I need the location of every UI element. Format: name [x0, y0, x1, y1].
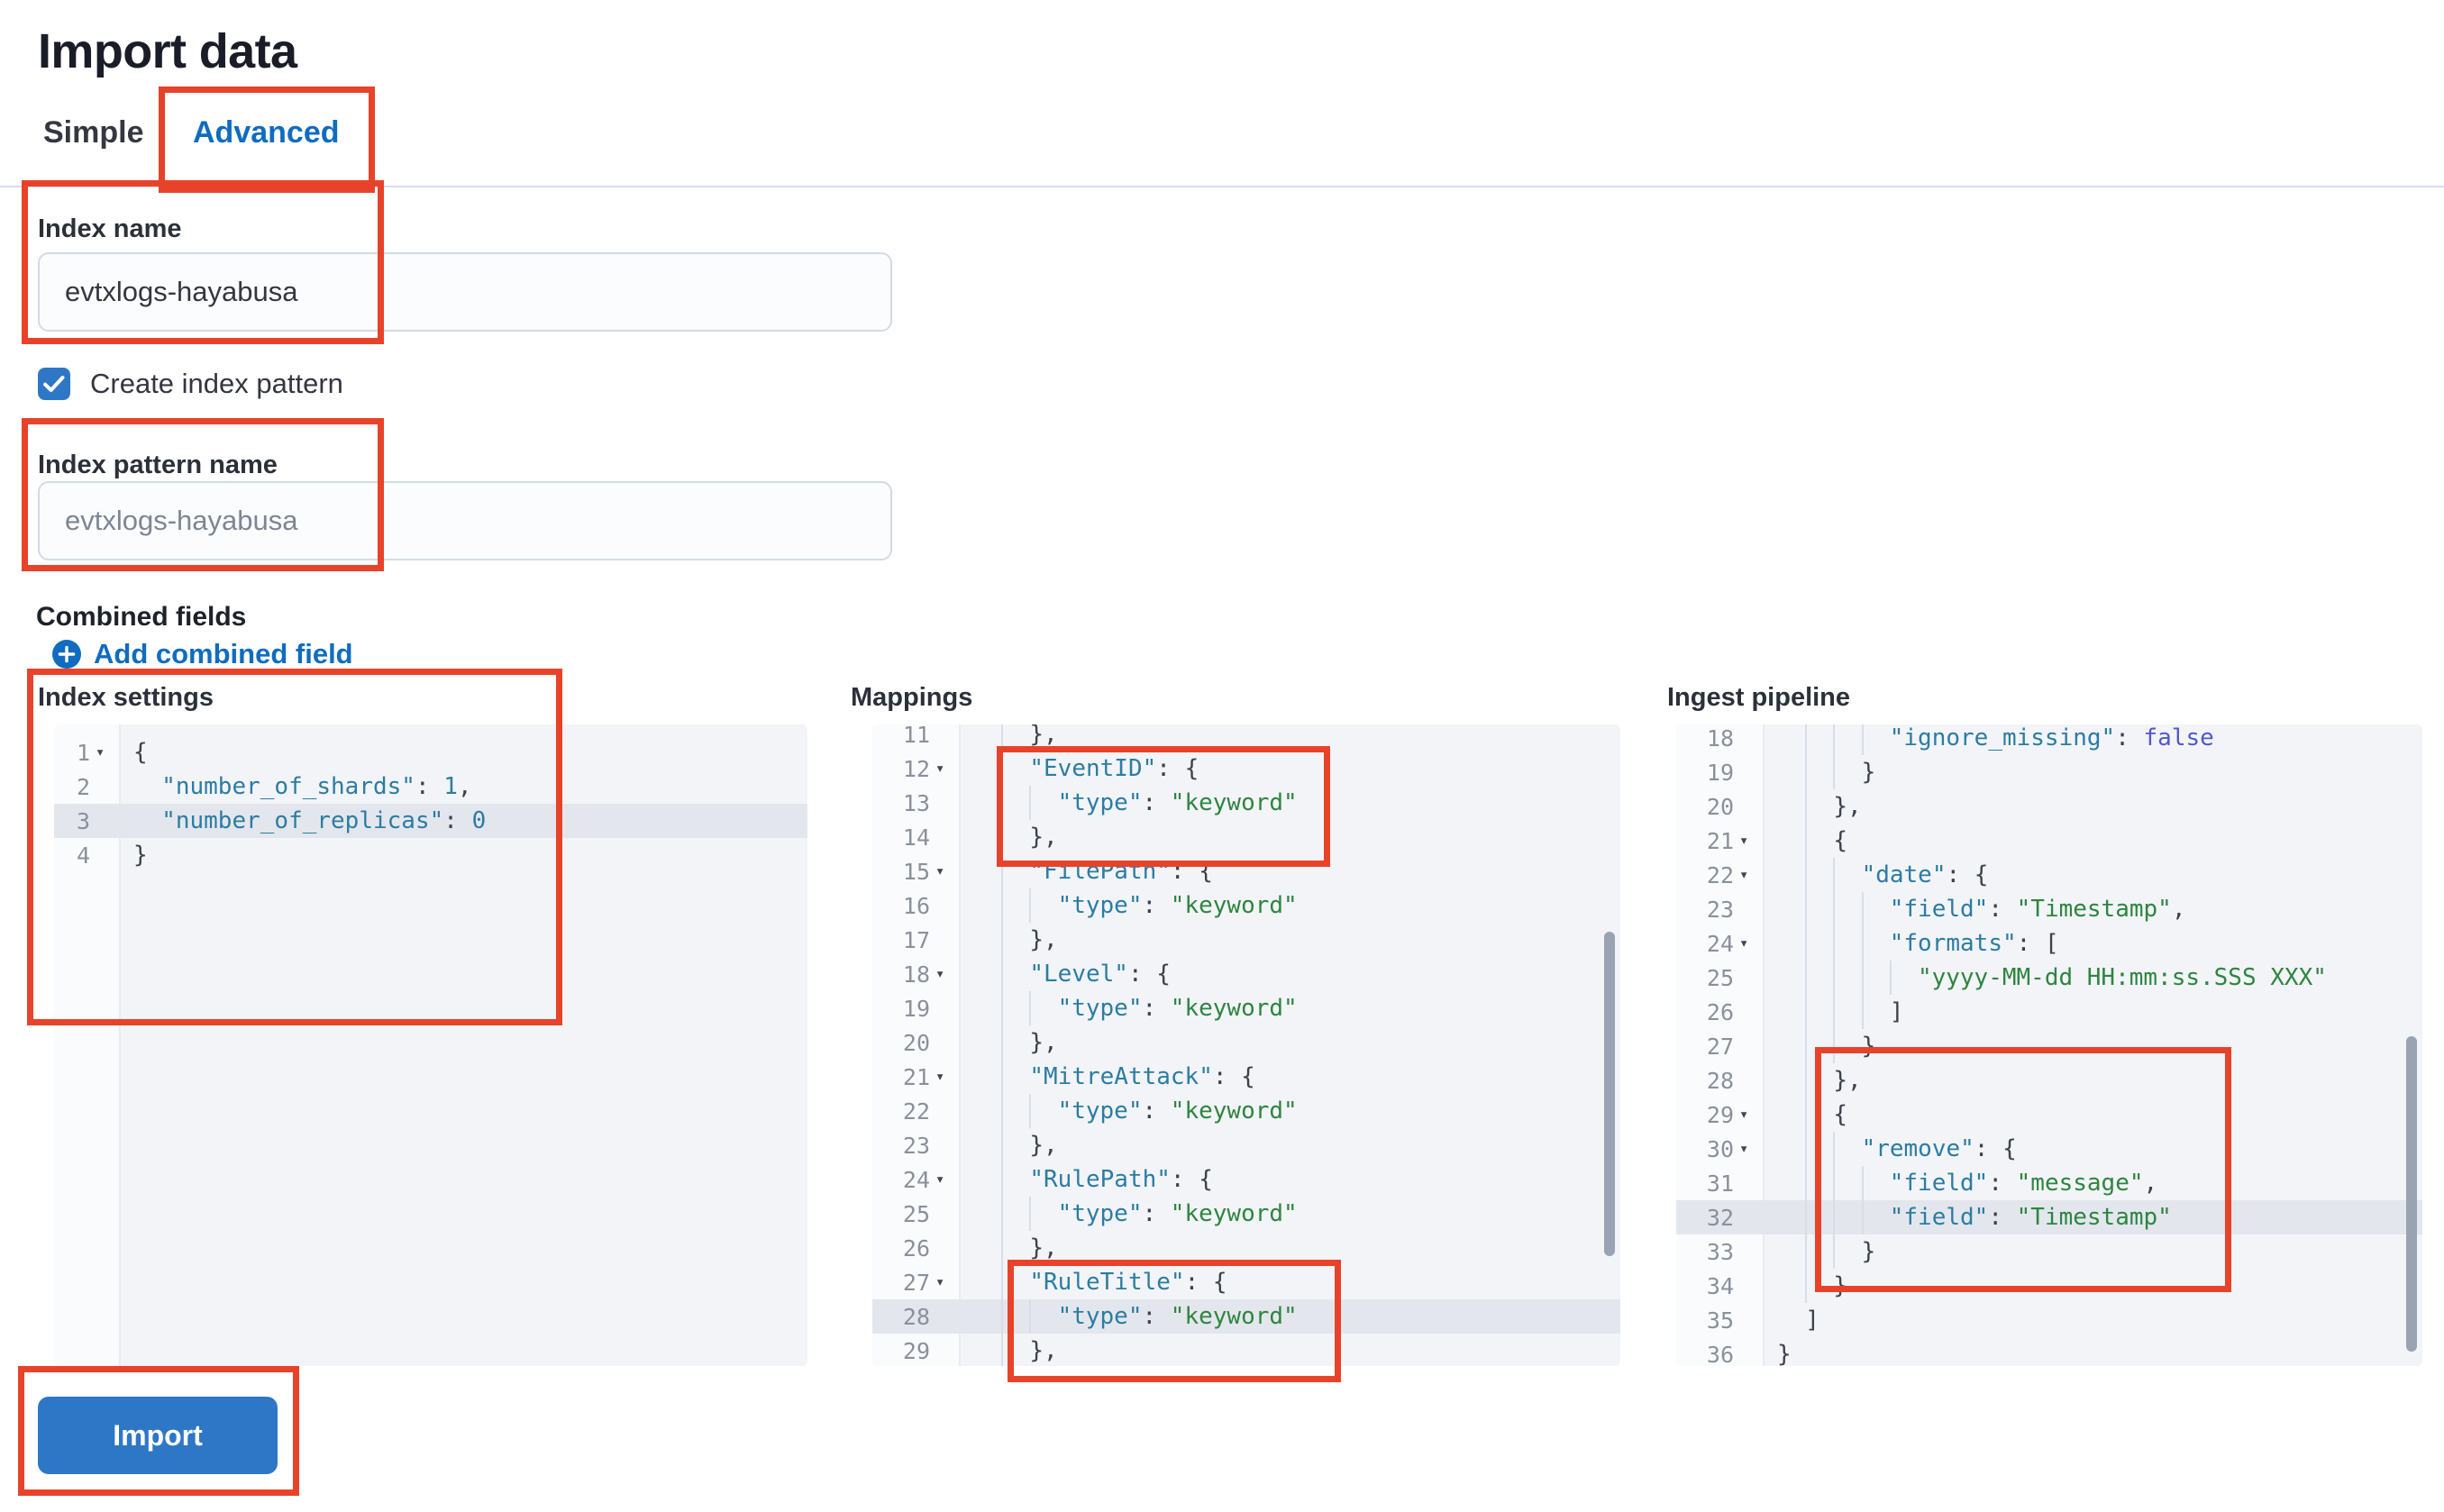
combined-fields-label: Combined fields — [36, 602, 247, 632]
code-line: 15▾"FilePath": { — [872, 854, 1620, 888]
code-line: 32"field": "Timestamp" — [1676, 1200, 2422, 1234]
index-name-input[interactable] — [38, 252, 892, 332]
fold-arrow-icon: ▾ — [1739, 1140, 1749, 1158]
code-line: 22▾"date": { — [1676, 858, 2422, 892]
ingest-scrollbar-thumb[interactable] — [2406, 1036, 2417, 1352]
fold-arrow-icon: ▾ — [1739, 1106, 1749, 1124]
page-title: Import data — [38, 24, 297, 78]
fold-arrow-icon: ▾ — [1739, 866, 1749, 884]
code-line: 26] — [1676, 995, 2422, 1029]
code-line: 36} — [1706, 1341, 1792, 1366]
index-settings-title: Index settings — [38, 683, 214, 712]
editor-gutter — [1676, 724, 1765, 1366]
tab-simple[interactable]: Simple — [43, 115, 144, 150]
code-line: 20}, — [872, 1025, 1620, 1060]
code-line: 24▾"formats": [ — [1676, 926, 2422, 961]
fold-arrow-icon: ▾ — [1739, 934, 1749, 952]
code-line: 23"field": "Timestamp", — [1676, 892, 2422, 926]
code-line: 21▾{ — [1676, 824, 2422, 858]
code-line: 19"type": "keyword" — [872, 991, 1620, 1025]
code-line: 22"type": "keyword" — [872, 1094, 1620, 1128]
index-pattern-name-input[interactable] — [38, 481, 892, 560]
code-line: 31"field": "message", — [1676, 1166, 2422, 1200]
code-line: 27} — [1676, 1029, 2422, 1063]
code-line: 29▾{ — [1676, 1098, 2422, 1132]
code-line: 11}, — [872, 724, 1620, 751]
add-combined-field-label: Add combined field — [94, 638, 353, 669]
create-index-pattern-checkbox[interactable]: Create index pattern — [38, 368, 343, 400]
tabs-divider — [0, 186, 2444, 187]
plus-in-circle-icon — [52, 640, 81, 669]
code-line: 26}, — [872, 1231, 1620, 1265]
code-line: 12▾"EventID": { — [872, 751, 1620, 786]
fold-arrow-icon: ▾ — [935, 1068, 945, 1086]
code-line: 24▾"RulePath": { — [872, 1162, 1620, 1197]
code-line: 29}, — [872, 1334, 1620, 1366]
fold-arrow-icon: ▾ — [935, 965, 945, 983]
code-line: 23}, — [872, 1128, 1620, 1162]
code-line: 35] — [1706, 1307, 1819, 1334]
code-line: 25"type": "keyword" — [872, 1197, 1620, 1231]
code-line: 1▾{ — [76, 739, 148, 766]
fold-arrow-icon: ▾ — [96, 743, 105, 761]
code-line: 3"number_of_replicas": 0 — [54, 804, 807, 838]
code-line: 18"ignore_missing": false — [1676, 724, 2422, 755]
code-line: 17}, — [872, 923, 1620, 957]
code-line: 33} — [1676, 1234, 2422, 1269]
index-pattern-name-label: Index pattern name — [38, 451, 278, 479]
code-line: 16"type": "keyword" — [872, 888, 1620, 923]
add-combined-field-button[interactable]: Add combined field — [52, 638, 353, 670]
index-name-label: Index name — [38, 214, 182, 243]
import-button[interactable]: Import — [38, 1397, 278, 1474]
code-line: 20}, — [1676, 789, 2422, 824]
code-line: 30▾"remove": { — [1676, 1132, 2422, 1166]
checkbox-checkmark-icon — [38, 368, 70, 400]
fold-arrow-icon: ▾ — [935, 1170, 945, 1189]
code-line: 21▾"MitreAttack": { — [872, 1060, 1620, 1094]
tab-advanced[interactable]: Advanced — [193, 115, 340, 150]
code-line: 2"number_of_shards": 1, — [76, 773, 472, 800]
fold-arrow-icon: ▾ — [935, 1273, 945, 1291]
code-line: 19} — [1676, 755, 2422, 789]
mappings-scrollbar-thumb[interactable] — [1604, 932, 1615, 1256]
code-line: 34} — [1676, 1269, 2422, 1303]
code-line: 28}, — [1676, 1063, 2422, 1098]
code-line: 14}, — [872, 820, 1620, 854]
ingest-pipeline-title: Ingest pipeline — [1667, 683, 1851, 712]
code-line: 4} — [76, 842, 148, 869]
fold-arrow-icon: ▾ — [935, 760, 945, 778]
code-line: 27▾"RuleTitle": { — [872, 1265, 1620, 1299]
mappings-editor[interactable]: 11},12▾"EventID": {13"type": "keyword"14… — [872, 724, 1620, 1366]
create-index-pattern-label: Create index pattern — [90, 368, 343, 399]
code-line: 13"type": "keyword" — [872, 786, 1620, 820]
code-line: 18▾"Level": { — [872, 957, 1620, 991]
index-settings-editor[interactable]: 1▾{ 2"number_of_shards": 1, 3"number_of_re… — [54, 724, 807, 1366]
mappings-title: Mappings — [851, 683, 973, 712]
code-line: 28"type": "keyword" — [872, 1299, 1620, 1334]
fold-arrow-icon: ▾ — [935, 862, 945, 880]
fold-arrow-icon: ▾ — [1739, 832, 1749, 850]
code-line: 25"yyyy-MM-dd HH:mm:ss.SSS XXX" — [1676, 961, 2422, 995]
editor-gutter — [872, 724, 961, 1366]
